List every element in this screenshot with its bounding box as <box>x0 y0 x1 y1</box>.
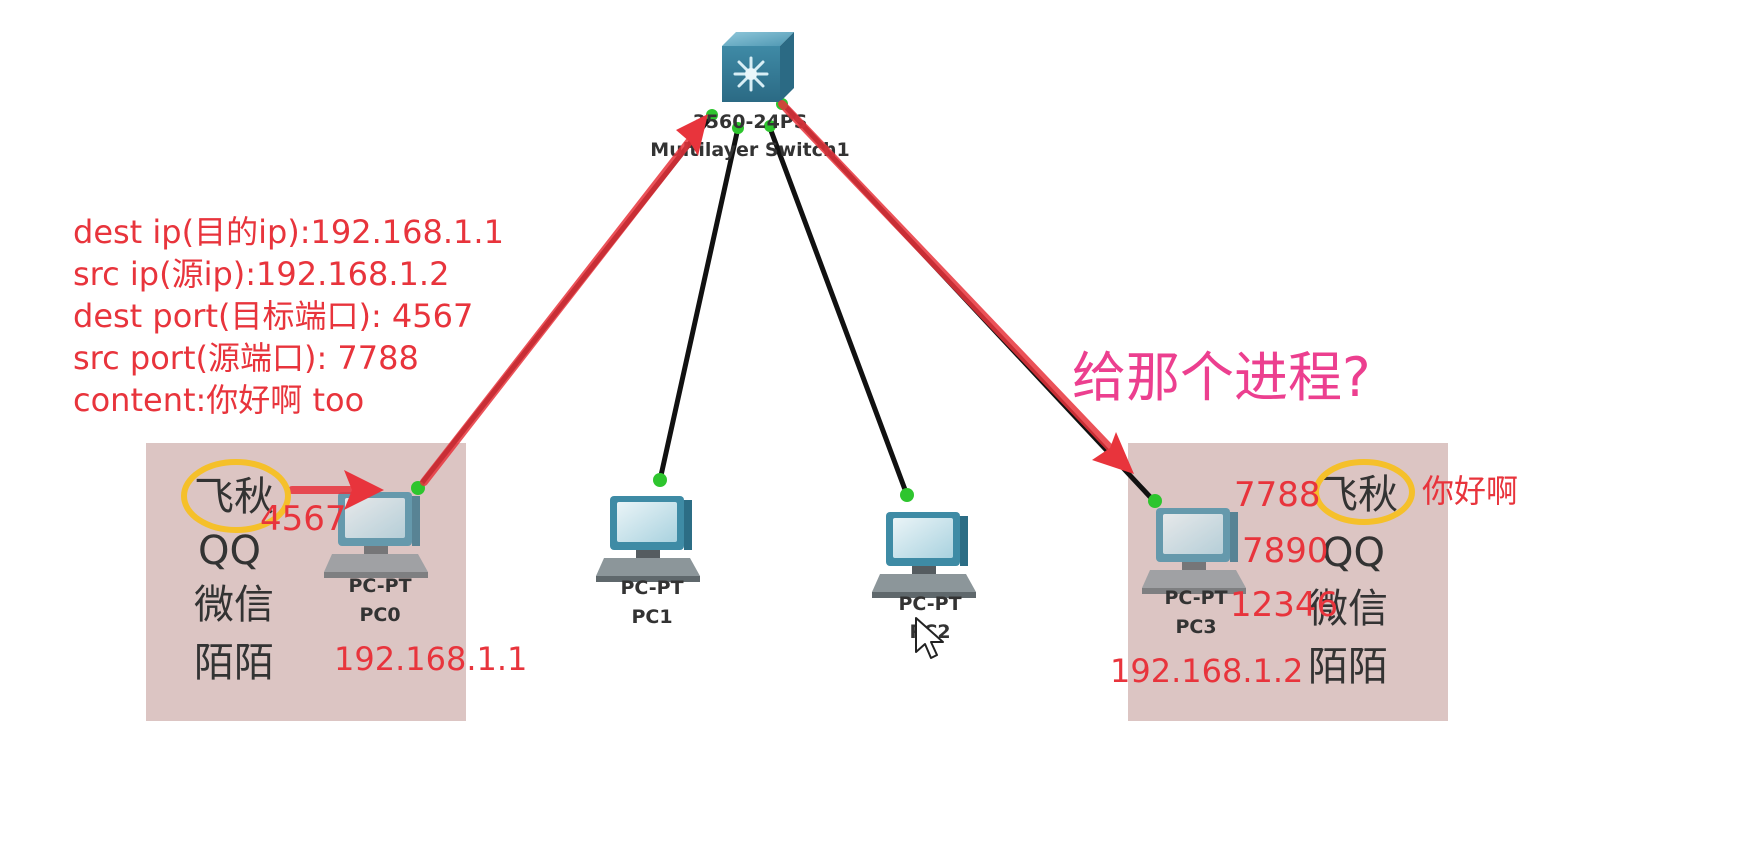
arrowhead <box>676 114 708 156</box>
right-message-label: 你好啊 <box>1422 472 1518 510</box>
pc0-name-label: PC0 <box>359 604 400 626</box>
multilayer-switch-icon[interactable] <box>722 32 794 102</box>
port-indicators <box>411 98 1162 508</box>
packet-src-port: src port(源端口): 7788 <box>73 339 419 377</box>
arrow-pc0-to-switch <box>420 134 696 486</box>
mouse-pointer-icon <box>915 617 944 659</box>
question-text: 给那个进程? <box>1072 346 1371 409</box>
packet-src-ip: src ip(源ip):192.168.1.2 <box>73 255 449 293</box>
left-ip-label: 192.168.1.1 <box>334 640 527 678</box>
right-app-feiqiu: 飞秋 <box>1318 472 1398 518</box>
pc1-type-label: PC-PT <box>620 577 683 599</box>
port-dot <box>1148 494 1162 508</box>
cable-pc1-switch <box>657 125 741 483</box>
pc2-icon[interactable] <box>872 512 976 598</box>
packet-info: dest ip(目的ip):192.168.1.1 src ip(源ip):19… <box>73 213 504 419</box>
pc1-icon[interactable] <box>596 496 700 582</box>
left-app-wechat: 微信 <box>194 582 274 628</box>
pc2-type-label: PC-PT <box>898 593 961 615</box>
port-dot <box>653 473 667 487</box>
port-dot <box>900 488 914 502</box>
pc1-name-label: PC1 <box>631 606 672 628</box>
left-app-momo: 陌陌 <box>194 640 274 686</box>
right-ip-label: 192.168.1.2 <box>1110 652 1303 690</box>
pc3-icon[interactable] <box>1142 508 1246 594</box>
packet-dest-ip: dest ip(目的ip):192.168.1.1 <box>73 213 504 251</box>
right-app-momo: 陌陌 <box>1308 644 1388 690</box>
switch-model-label: 3560-24PS <box>693 111 808 133</box>
left-feiqiu-highlight-circle <box>181 459 291 533</box>
left-app-feiqiu: 飞秋 <box>194 474 274 520</box>
left-app-qq: QQ <box>198 528 261 574</box>
port-dot <box>764 120 776 132</box>
pc0-type-label: PC-PT <box>348 575 411 597</box>
right-port-7788: 7788 <box>1234 475 1321 515</box>
right-app-qq: QQ <box>1322 530 1385 576</box>
pc3-type-label: PC-PT <box>1164 587 1227 609</box>
packet-content: content:你好啊 too <box>73 381 364 419</box>
right-app-wechat: 微信 <box>1308 586 1388 632</box>
arrow-switch-to-pc3 <box>778 100 1116 454</box>
cable-pc2-switch <box>767 125 910 498</box>
network-cables <box>415 101 1156 503</box>
pc3-name-label: PC3 <box>1175 616 1216 638</box>
right-feiqiu-highlight-circle <box>1313 459 1415 525</box>
packet-flow-arrows <box>288 100 1134 510</box>
left-port-label: 4567 <box>260 499 347 539</box>
right-port-12346: 12346 <box>1230 585 1338 625</box>
arrowhead <box>1092 432 1134 474</box>
port-dot <box>706 109 718 121</box>
arrowhead <box>344 470 384 510</box>
packet-dest-port: dest port(目标端口): 4567 <box>73 297 473 335</box>
right-port-7890: 7890 <box>1242 531 1329 571</box>
port-dot <box>732 122 744 134</box>
